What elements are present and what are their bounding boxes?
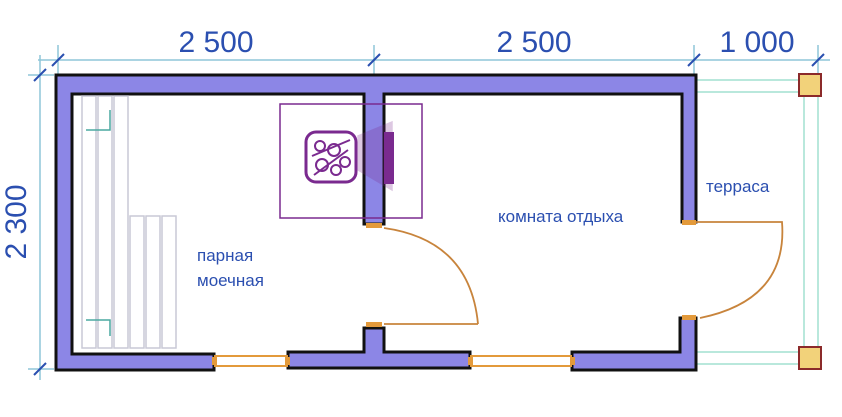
room-label-steam-line1: парная bbox=[197, 246, 253, 265]
dimension-top-left: 2 500 bbox=[178, 26, 253, 59]
stove-zone bbox=[279, 103, 423, 219]
terrace-post-bottom bbox=[798, 346, 822, 370]
terrace-post-top bbox=[798, 73, 822, 97]
dimension-top-middle: 2 500 bbox=[496, 26, 571, 59]
window-markers bbox=[212, 220, 696, 365]
stove bbox=[279, 103, 423, 219]
benches bbox=[81, 95, 177, 349]
dimension-top-right: 1 000 bbox=[719, 26, 794, 59]
windows bbox=[214, 355, 572, 367]
door-terrace bbox=[696, 221, 784, 319]
room-label-rest-room: комната отдыха bbox=[498, 207, 624, 226]
stove-stones bbox=[311, 139, 351, 176]
room-label-terrace: терраса bbox=[706, 177, 770, 196]
stove-firebox bbox=[357, 120, 393, 192]
stove-door bbox=[384, 132, 394, 184]
stove-body bbox=[304, 130, 358, 184]
room-label-steam-line2: моечная bbox=[197, 271, 264, 290]
dimension-left-height: 2 300 bbox=[0, 184, 33, 259]
door-steam-room bbox=[383, 227, 479, 325]
terrace-outline bbox=[694, 79, 819, 365]
dimension-ticks bbox=[33, 53, 825, 376]
bench-brackets bbox=[86, 110, 111, 336]
